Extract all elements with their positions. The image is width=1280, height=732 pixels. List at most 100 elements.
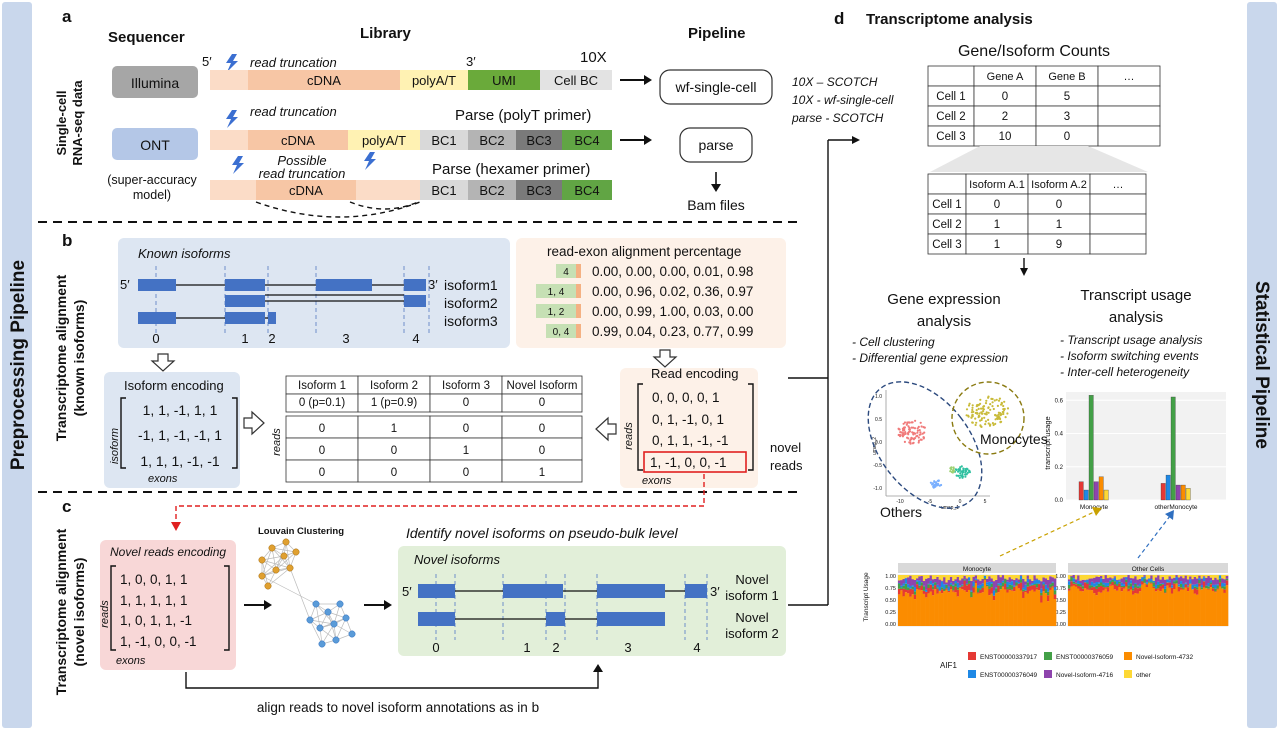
stack-segment [927,583,930,585]
stack-segment [972,587,976,593]
exon-block [685,584,707,598]
stack-segment [961,575,964,579]
seg-bc3-a [516,130,562,150]
stack-segment [949,589,953,626]
table-header-label: Isoform A.1 [969,179,1025,191]
graph-node [258,556,266,564]
umap-point [910,438,913,441]
parse-hex-label: Parse (hexamer primer) [432,161,590,178]
hexamer-link [349,201,419,210]
stack-segment [1031,575,1034,581]
stack-segment [940,593,944,626]
stack-segment [1037,590,1041,626]
umap-point [994,422,997,425]
stack-segment [1138,583,1142,587]
graph-node [348,630,356,638]
stack-title-1: Monocyte [963,566,992,573]
stack-segment [1223,575,1227,580]
stack-segment [1200,575,1204,579]
stack-segment [1198,578,1201,580]
stack-segment [1019,590,1023,626]
stack-segment [1125,582,1128,587]
stack-segment [922,580,926,586]
isoform-encoding-box [104,372,240,488]
graph-edge [315,603,335,625]
stack-segment [943,575,946,578]
stack-segment [1221,582,1224,587]
read-enc-row-4: 1, -1, 0, 0, -1 [650,455,727,470]
stack-segment [1106,587,1110,592]
stack-segment [1042,591,1046,626]
graph-edge [261,575,317,605]
stack-segment [902,583,906,586]
stack-segment [1022,587,1025,590]
stack-segment [1093,593,1096,626]
stack-segment [920,582,924,586]
stack-segment [977,593,980,626]
umap-point [985,411,988,414]
stack-segment [1152,588,1156,626]
stack-segment [965,578,969,584]
stack-segment [988,588,991,596]
legend-label: ENST00000337917 [980,654,1037,661]
table-header-label: Isoform 2 [370,380,418,392]
stack-segment [1191,575,1195,580]
stack-segment [925,592,928,598]
umap-point [980,411,983,414]
table-cell [1089,233,1147,255]
stack-segment [1104,575,1108,583]
seg-cdna-light-4 [356,180,420,200]
stack-segment [1177,586,1181,592]
umap-points [897,395,1010,489]
row-label-1: Single-cell [54,90,69,155]
stack-segment [902,596,906,626]
stack-segment [1214,577,1217,585]
stack-segment [1028,579,1032,585]
stack-segment [1148,575,1151,579]
stack-segment [1053,586,1057,591]
stack-segment [992,600,996,626]
stack2-ytick-5: 0.00 [1055,622,1066,628]
iso-enc-row-2: -1, 1, -1, -1, 1 [138,427,222,443]
umap-point [971,421,974,424]
bar-ytick: 0.6 [1055,398,1064,404]
hollow-arrow-left-icon [595,416,617,442]
stack-segment [1008,582,1012,585]
stack-segment [952,580,955,585]
stack-segment [1042,584,1046,586]
stack-segment [1074,584,1078,587]
umap-point [904,432,907,435]
umap-point [933,481,937,484]
umap-point [922,426,925,429]
stack-segment [1026,593,1030,626]
stack-segment [1104,588,1108,626]
nre-row-3: 1, 0, 1, 1, -1 [120,613,192,628]
umap-point [970,411,974,414]
umap-point [916,431,919,434]
stack-segment [1134,576,1137,583]
stack-segment [1216,588,1220,590]
umap-point [1001,410,1004,414]
stack-segment [1214,584,1217,589]
umap-point [919,431,922,434]
graph-edge [271,547,277,571]
stack-segment [1193,586,1197,589]
stack-segment [952,591,955,626]
stack-segment [1205,577,1208,586]
stack-segment [1218,586,1222,626]
stack-segment [1037,575,1041,580]
stack-segment [949,582,953,585]
stack-segment [1088,588,1092,590]
stack-segment [1026,575,1030,579]
bar [1083,489,1089,501]
seg-bc3-b-label: BC3 [526,183,551,198]
stack-segment [1212,590,1215,626]
three-prime-1: 3′ [466,54,476,69]
stack-segment [1026,586,1030,594]
stack-segment [1138,578,1142,584]
bar-ytick: 0.2 [1055,465,1064,471]
panel-c-side-2: (novel isoforms) [71,558,87,667]
matrix-bracket [748,383,754,471]
